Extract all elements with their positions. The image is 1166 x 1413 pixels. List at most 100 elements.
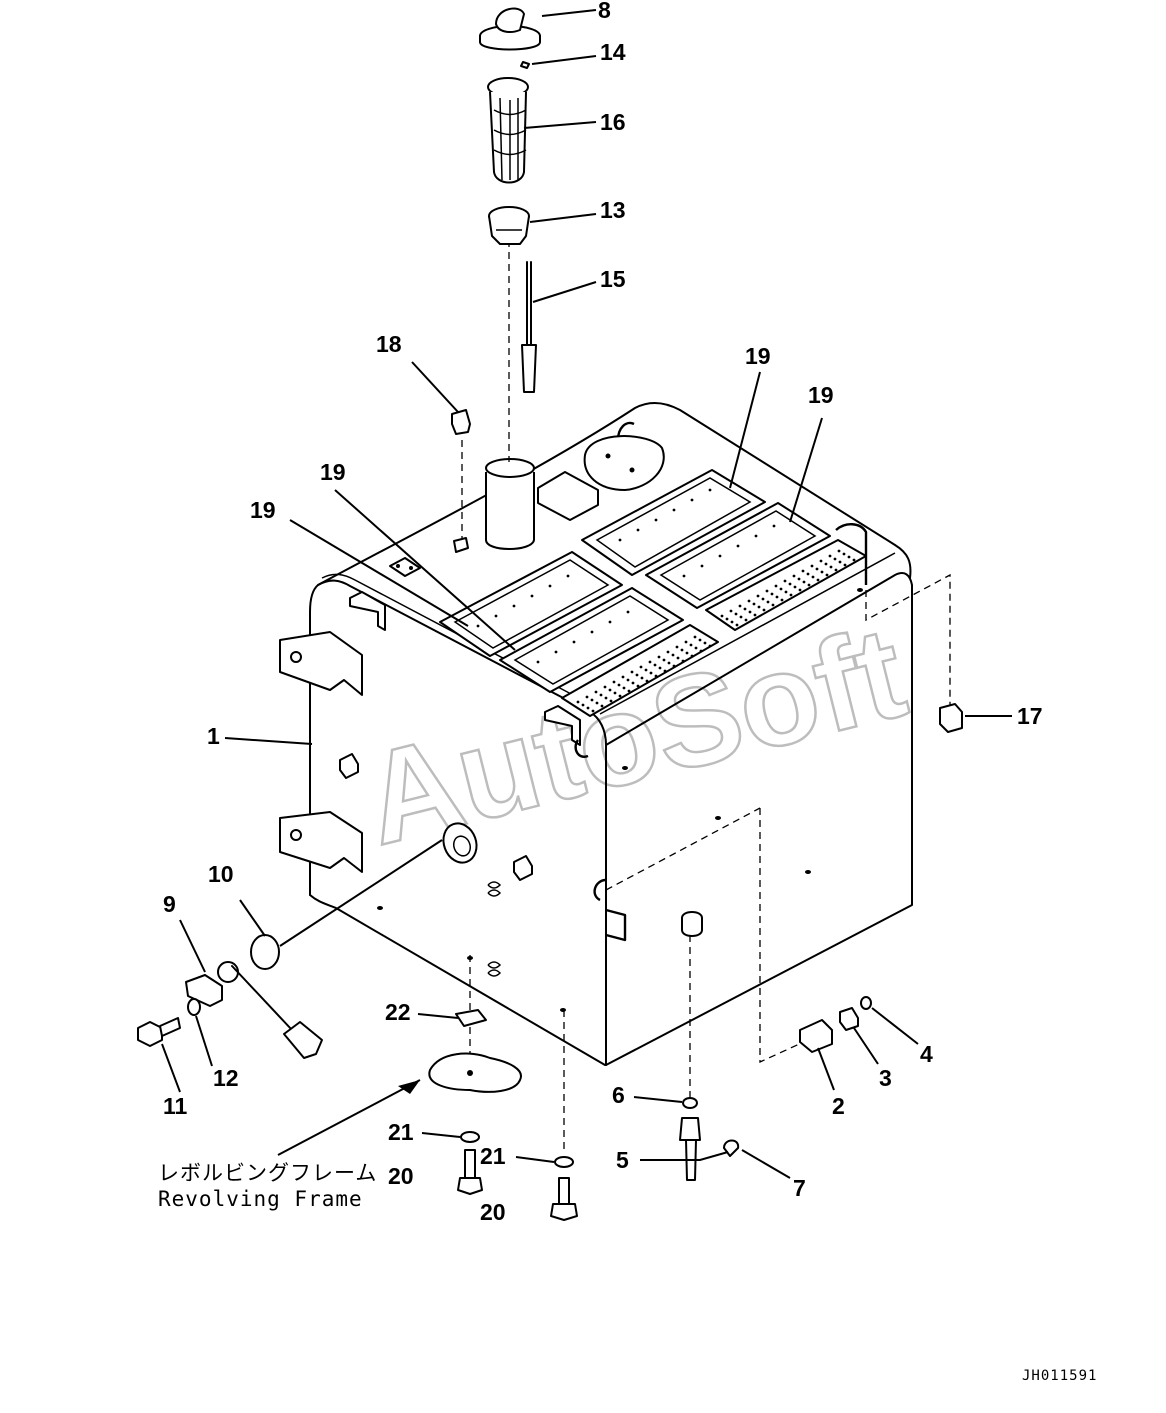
label-7: 7 [793, 1175, 806, 1201]
perforation-hole [604, 696, 608, 700]
label-10: 10 [208, 861, 234, 887]
revolving-frame-shape [428, 1052, 522, 1093]
perforation-hole [654, 518, 658, 522]
label-12: 12 [213, 1065, 239, 1091]
perforation-hole [612, 680, 616, 684]
perforation-hole [747, 599, 751, 603]
perforation-hole [837, 549, 841, 553]
perforation-hole [753, 613, 757, 617]
part-16-strainer [487, 77, 529, 184]
label-21b: 21 [480, 1143, 506, 1169]
top-handle-right [835, 523, 868, 585]
perforation-hole [581, 703, 585, 707]
gauge-flange [442, 822, 478, 864]
label-8: 8 [598, 0, 611, 23]
label-14: 14 [600, 39, 626, 65]
left-bracket-lower [279, 811, 363, 873]
perforation-hole [653, 663, 657, 667]
perforation-hole [730, 620, 734, 624]
label-22: 22 [385, 999, 411, 1025]
perforation-hole [810, 564, 814, 568]
perforation-hole [663, 669, 667, 673]
perforation-hole [676, 656, 680, 660]
perforation-hole [599, 693, 603, 697]
perforation-hole [852, 558, 856, 562]
perforation-hole [572, 640, 576, 644]
perforation-hole [512, 604, 516, 608]
perforation-hole [639, 665, 643, 669]
perforation-hole [684, 640, 688, 644]
part-7-cap [723, 1139, 740, 1157]
perforation-hole [824, 562, 828, 566]
perforation-hole [585, 695, 589, 699]
perforation-hole [816, 578, 820, 582]
spring-upper [487, 881, 502, 897]
perforation-hole [772, 524, 776, 528]
part-22-clip [455, 1009, 487, 1027]
label-19b: 19 [808, 382, 834, 408]
perforation-hole [752, 602, 756, 606]
perforation-hole [576, 700, 580, 704]
perforation-hole [693, 635, 697, 639]
perforation-hole [566, 574, 570, 578]
perforation-hole [675, 645, 679, 649]
perforation-hole [780, 598, 784, 602]
cover-plate-3 [581, 469, 766, 576]
perforation-hole [657, 655, 661, 659]
perforation-hole [608, 620, 612, 624]
perforation-hole [793, 585, 797, 589]
perforation-hole [636, 684, 640, 688]
perforation-hole [828, 554, 832, 558]
perforation-hole [738, 604, 742, 608]
perforation-hole [775, 595, 779, 599]
perforation-hole [756, 594, 760, 598]
perforation-hole [801, 569, 805, 573]
perforation-hole [662, 658, 666, 662]
label-18: 18 [376, 331, 402, 357]
side-boss [339, 753, 359, 779]
label-5: 5 [616, 1147, 629, 1173]
perforation-hole [774, 584, 778, 588]
perforation-hole [699, 649, 703, 653]
perforation-hole [744, 618, 748, 622]
top-plate-oval [583, 435, 665, 491]
perforation-hole [548, 584, 552, 588]
perforation-hole [586, 706, 590, 710]
perforation-hole [843, 563, 847, 567]
perforation-hole [685, 651, 689, 655]
perforation-hole [802, 580, 806, 584]
label-15: 15 [600, 266, 626, 292]
perforation-hole [698, 638, 702, 642]
label-3: 3 [879, 1065, 892, 1091]
perforation-hole [700, 564, 704, 568]
perforation-hole [762, 608, 766, 612]
perforation-hole [725, 617, 729, 621]
part-21-washer-a [460, 1131, 480, 1143]
bracket-bolt [290, 651, 302, 663]
bottom-cup [681, 911, 703, 937]
part-13-flange [488, 206, 530, 245]
perforation-hole [784, 590, 788, 594]
perforation-hole [600, 704, 604, 708]
perforation-hole [595, 701, 599, 705]
perforation-hole [617, 683, 621, 687]
part-17-plug [939, 703, 963, 733]
label-21a: 21 [388, 1119, 414, 1145]
perforation-hole [621, 675, 625, 679]
perforation-hole [765, 589, 769, 593]
perforation-hole [798, 588, 802, 592]
tank-left-edges [309, 579, 591, 896]
perforation-hole [666, 650, 670, 654]
perforation-hole [631, 681, 635, 685]
perforation-hole [635, 673, 639, 677]
part-4-oring [860, 996, 872, 1010]
perforation-hole [811, 575, 815, 579]
perforation-hole [703, 641, 707, 645]
perforation-hole [690, 654, 694, 658]
perforation-hole [476, 624, 480, 628]
perforation-hole [829, 565, 833, 569]
perforation-hole [743, 607, 747, 611]
perforation-hole [847, 555, 851, 559]
part-21-washer-b [554, 1156, 574, 1168]
